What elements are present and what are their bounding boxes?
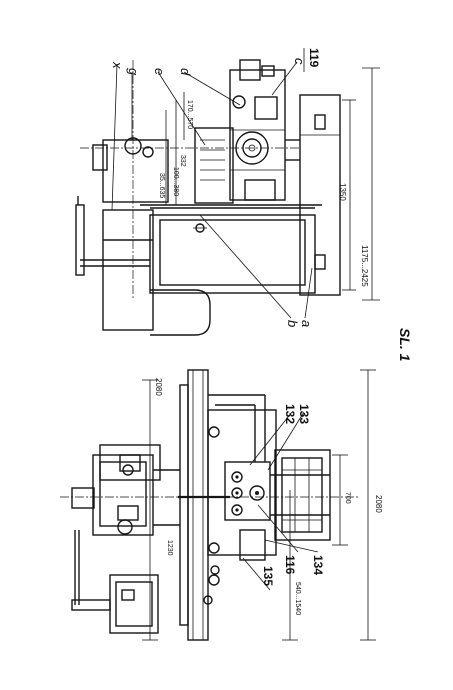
label-a: a [299,320,314,327]
dim-1175-2425: 1175...2425 [360,245,369,287]
part-134: 134 [311,555,325,575]
dim-2080-right: 2080 [374,495,383,513]
part-135: 135 [261,566,275,586]
label-e: e [152,68,167,75]
dim-700: 700 [344,492,351,504]
dim-2080-left: 2080 [154,378,163,396]
dim-1230: 1230 [166,540,173,556]
label-c: c [292,58,307,65]
dim-332: 332 [179,155,186,167]
top-view-side-elevation: x g e d c b a 119 1350 1175...2425 35...… [75,48,380,336]
dim-170-570: 170...570 [186,100,193,129]
part-132: 132 [283,404,297,424]
sheet-label: SL. 1 [397,328,413,362]
part-119: 119 [307,48,321,68]
bottom-view-front-elevation: 132 133 116 134 135 2080 2080 1230 700 5… [60,369,383,641]
label-d: d [178,68,193,76]
dim-1350: 1350 [338,183,347,201]
dim-35-635: 35...635 [158,173,165,198]
label-b: b [285,320,300,327]
dim-540-1540: 540...1540 [294,582,301,615]
part-133: 133 [297,404,311,424]
part-116: 116 [283,555,297,575]
dim-100-380: 100...380 [172,167,179,196]
label-x: x [110,61,125,69]
label-g: g [126,68,141,76]
